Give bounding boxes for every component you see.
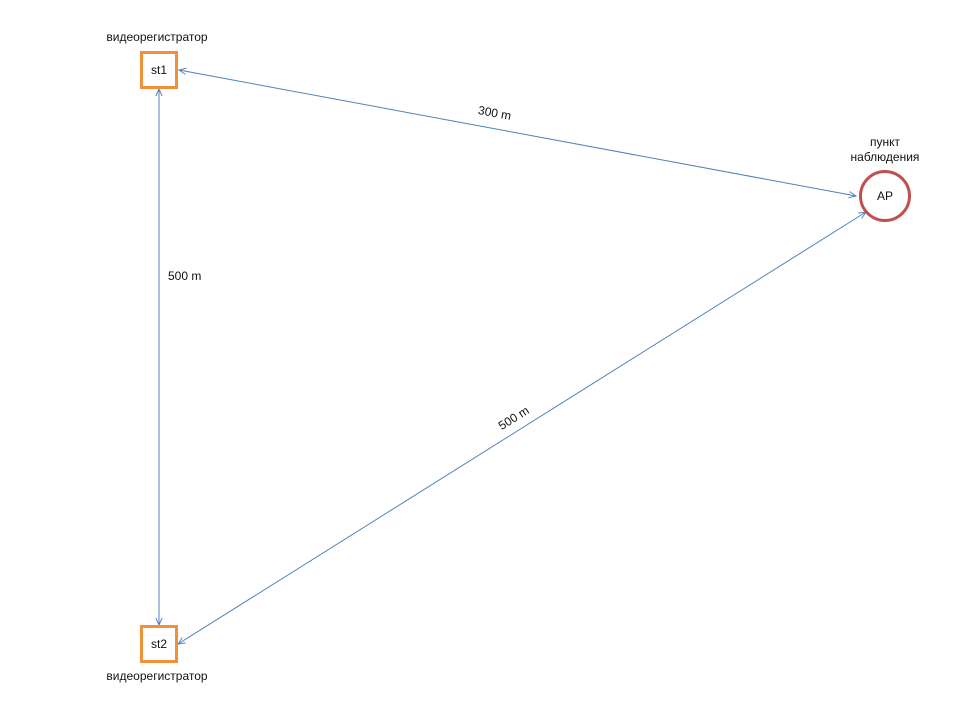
station-st2-label: st2 bbox=[150, 637, 167, 651]
access-point-ap-label: AP bbox=[876, 189, 893, 203]
access-point-ap[interactable]: AP bbox=[859, 170, 911, 222]
st1-caption: видеорегистратор bbox=[106, 30, 208, 44]
station-st2[interactable]: st2 bbox=[140, 625, 178, 663]
link-st1-st2-label: 500 m bbox=[168, 269, 202, 283]
ap-caption: пункт наблюдения bbox=[820, 135, 950, 165]
ap-caption-line1: пункт bbox=[869, 135, 900, 149]
ap-caption-line2: наблюдения bbox=[850, 150, 920, 164]
st2-caption: видеорегистратор bbox=[106, 669, 208, 683]
station-st1-label: st1 bbox=[150, 63, 167, 77]
station-st1[interactable]: st1 bbox=[140, 51, 178, 89]
link-st1-ap bbox=[179, 70, 856, 196]
link-st2-ap bbox=[178, 212, 866, 644]
